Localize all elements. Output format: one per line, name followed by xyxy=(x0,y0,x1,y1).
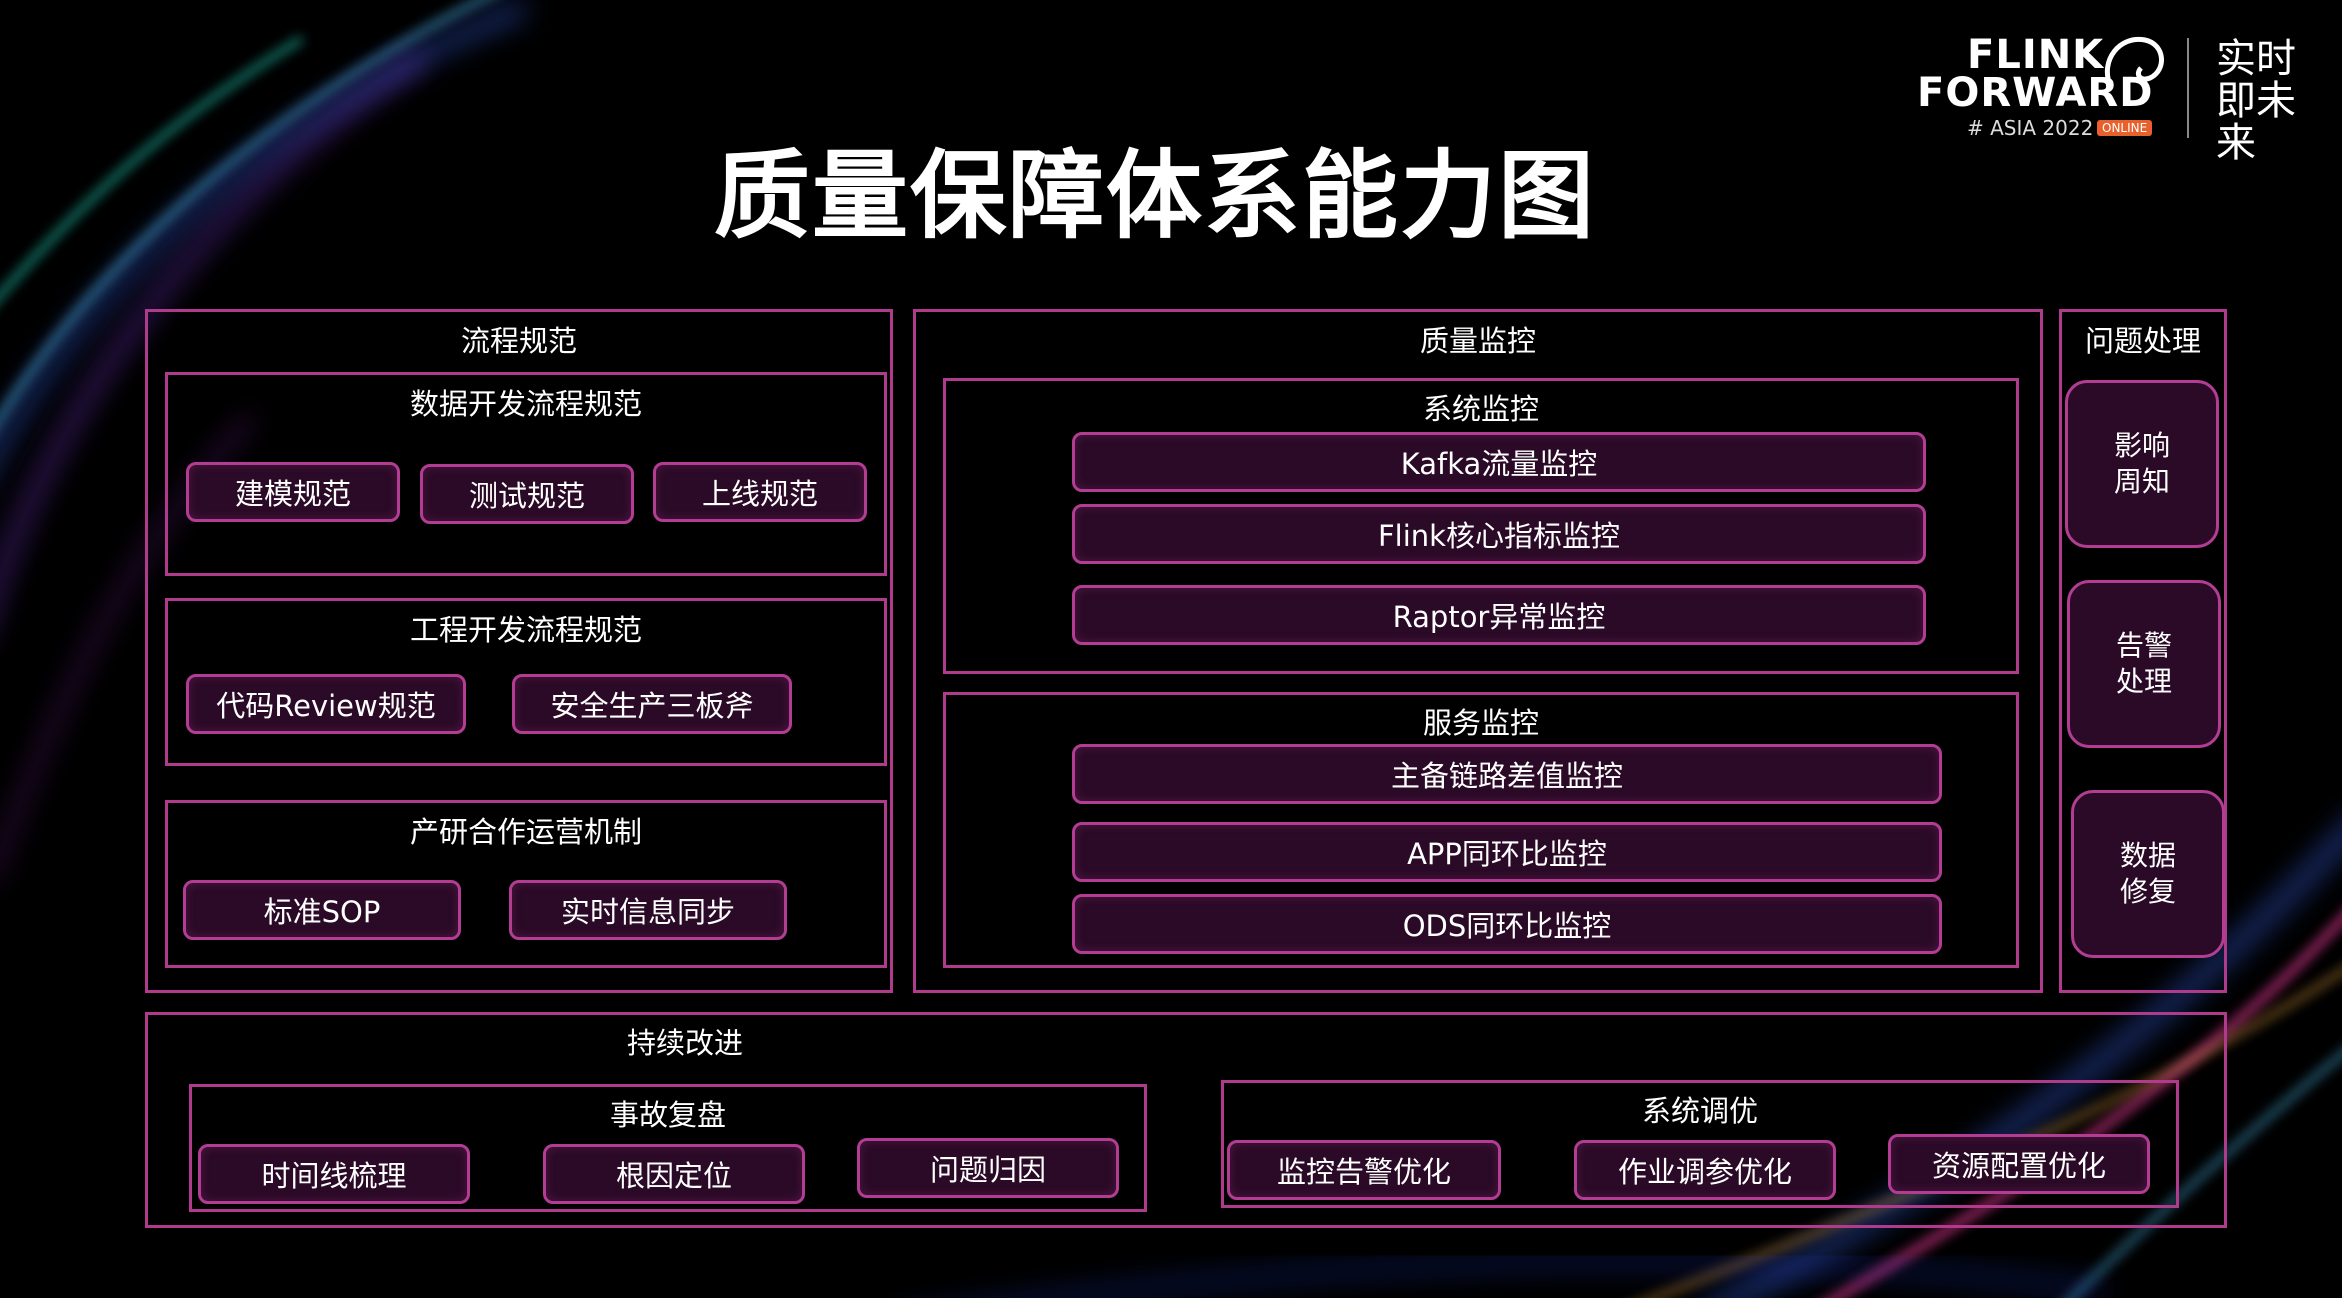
release-spec-button[interactable]: 上线规范 xyxy=(653,462,867,522)
flink-forward-logo: FLINK FORWARD # ASIA 2022 ONLINE xyxy=(1915,30,2315,150)
process-section-label: 流程规范 xyxy=(460,324,577,358)
eng-dev-group xyxy=(165,598,887,766)
incident-review-group xyxy=(189,1084,1147,1212)
incident-review-group-label: 事故复盘 xyxy=(609,1098,726,1132)
improve-section xyxy=(145,1012,2227,1228)
improve-section-label: 持续改进 xyxy=(626,1026,743,1060)
data-dev-group xyxy=(165,372,887,576)
system-monitor-group-label: 系统监控 xyxy=(1422,392,1539,426)
standard-sop-button[interactable]: 标准SOP xyxy=(183,880,461,940)
kafka-monitor-item[interactable]: Kafka流量监控 xyxy=(1072,432,1926,492)
modeling-spec-button[interactable]: 建模规范 xyxy=(186,462,400,522)
root-cause-button[interactable]: 根因定位 xyxy=(543,1144,805,1204)
raptor-monitor-item[interactable]: Raptor异常监控 xyxy=(1072,585,1926,645)
ops-group-label: 产研合作运营机制 xyxy=(409,815,642,849)
impact-notice-card[interactable]: 影响周知 xyxy=(2065,380,2219,548)
safe-production-button[interactable]: 安全生产三板斧 xyxy=(512,674,792,734)
system-tuning-group xyxy=(1221,1080,2179,1208)
issue-attribution-button[interactable]: 问题归因 xyxy=(857,1138,1119,1198)
monitor-section-label: 质量监控 xyxy=(1419,324,1536,358)
code-review-spec-button[interactable]: 代码Review规范 xyxy=(186,674,466,734)
eng-dev-group-label: 工程开发流程规范 xyxy=(409,613,642,647)
app-yoy-monitor-item[interactable]: APP同环比监控 xyxy=(1072,822,1942,882)
squirrel-icon xyxy=(2104,36,2164,86)
job-param-optimize-button[interactable]: 作业调参优化 xyxy=(1574,1140,1836,1200)
logo-line2: FORWARD xyxy=(1917,70,2154,116)
data-repair-label: 数据修复 xyxy=(2119,839,2176,908)
backup-link-diff-item[interactable]: 主备链路差值监控 xyxy=(1072,744,1942,804)
ops-group xyxy=(165,800,887,968)
resource-config-optimize-button[interactable]: 资源配置优化 xyxy=(1888,1134,2150,1194)
logo-divider xyxy=(2187,38,2189,138)
data-dev-group-label: 数据开发流程规范 xyxy=(409,387,642,421)
page-title: 质量保障体系能力图 xyxy=(714,140,1596,252)
issue-section-label: 问题处理 xyxy=(2084,324,2201,358)
system-monitor-group xyxy=(943,378,2019,674)
system-tuning-group-label: 系统调优 xyxy=(1641,1094,1758,1128)
ods-yoy-monitor-item[interactable]: ODS同环比监控 xyxy=(1072,894,1942,954)
testing-spec-button[interactable]: 测试规范 xyxy=(420,464,634,524)
alert-optimize-button[interactable]: 监控告警优化 xyxy=(1227,1140,1501,1200)
logo-badge: ONLINE xyxy=(2097,120,2153,136)
impact-notice-label: 影响周知 xyxy=(2113,429,2170,498)
logo-line1: FLINK xyxy=(1967,32,2105,78)
alert-handling-card[interactable]: 告警处理 xyxy=(2067,580,2221,748)
realtime-sync-button[interactable]: 实时信息同步 xyxy=(509,880,787,940)
alert-handling-label: 告警处理 xyxy=(2115,629,2172,698)
flink-monitor-item[interactable]: Flink核心指标监控 xyxy=(1072,504,1926,564)
service-monitor-group-label: 服务监控 xyxy=(1422,706,1539,740)
logo-line3: # ASIA 2022 xyxy=(1967,116,2094,140)
timeline-review-button[interactable]: 时间线梳理 xyxy=(198,1144,470,1204)
data-repair-card[interactable]: 数据修复 xyxy=(2071,790,2225,958)
service-monitor-group xyxy=(943,692,2019,968)
logo-slogan: 实时即未来 xyxy=(2216,36,2296,166)
process-section xyxy=(145,309,893,993)
monitor-section xyxy=(913,309,2043,993)
issue-section xyxy=(2059,309,2227,993)
